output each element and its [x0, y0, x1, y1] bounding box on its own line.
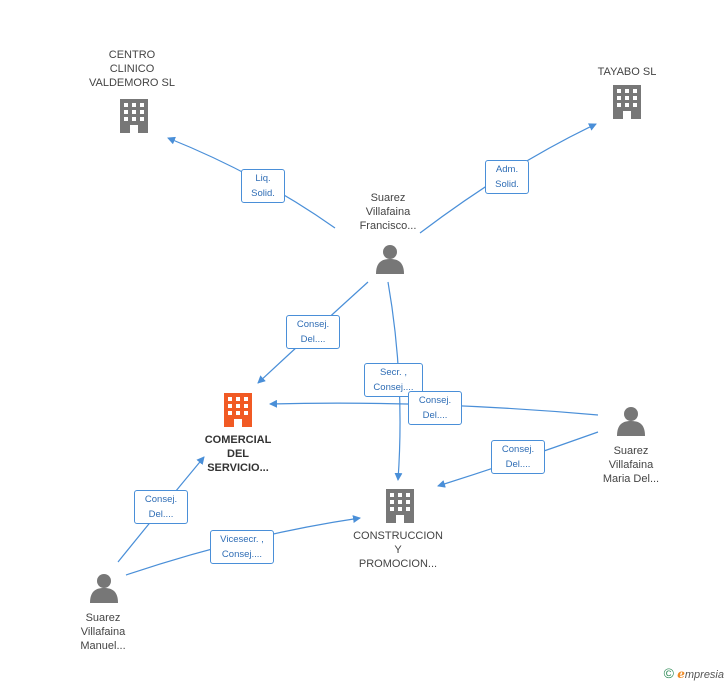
edge-label-consej-maria-construccion[interactable]: Consej. Del....	[491, 440, 545, 474]
building-icon[interactable]	[613, 85, 641, 119]
edge-label-vicesecr-consej[interactable]: Vicesecr. , Consej....	[210, 530, 274, 564]
node-label-maria[interactable]: Suarez Villafaina Maria Del...	[602, 445, 660, 485]
edge-label-consej-francisco[interactable]: Consej. Del....	[286, 315, 340, 349]
edge-label-consej-maria-comercial[interactable]: Consej. Del....	[408, 391, 462, 425]
node-label-comercial[interactable]: COMERCIAL DEL SERVICIO...	[204, 434, 272, 474]
node-label-manuel[interactable]: Suarez Villafaina Manuel...	[80, 612, 126, 652]
node-label-tayabo[interactable]: TAYABO SL	[597, 66, 657, 78]
node-label-centro-clinico[interactable]: CENTRO CLINICO VALDEMORO SL	[89, 49, 175, 89]
brand-name: mpresia	[684, 669, 724, 681]
copyright-footer: © empresia	[664, 665, 724, 681]
person-icon[interactable]	[376, 245, 404, 274]
edge-label-consej-manuel[interactable]: Consej. Del....	[134, 490, 188, 524]
person-icon[interactable]	[90, 574, 118, 603]
building-icon[interactable]	[386, 489, 414, 523]
edge-label-adm-solid[interactable]: Adm. Solid.	[485, 160, 529, 194]
node-label-francisco[interactable]: Suarez Villafaina Francisco...	[359, 192, 417, 232]
building-icon[interactable]	[120, 99, 148, 133]
brand-logo-initial: e	[677, 667, 685, 681]
person-icon[interactable]	[617, 407, 645, 436]
node-label-construccion[interactable]: CONSTRUCCION Y PROMOCION...	[353, 530, 443, 570]
edge-label-liq-solid[interactable]: Liq. Solid.	[241, 169, 285, 203]
copyright-icon: ©	[663, 665, 674, 681]
building-icon[interactable]	[224, 393, 252, 427]
